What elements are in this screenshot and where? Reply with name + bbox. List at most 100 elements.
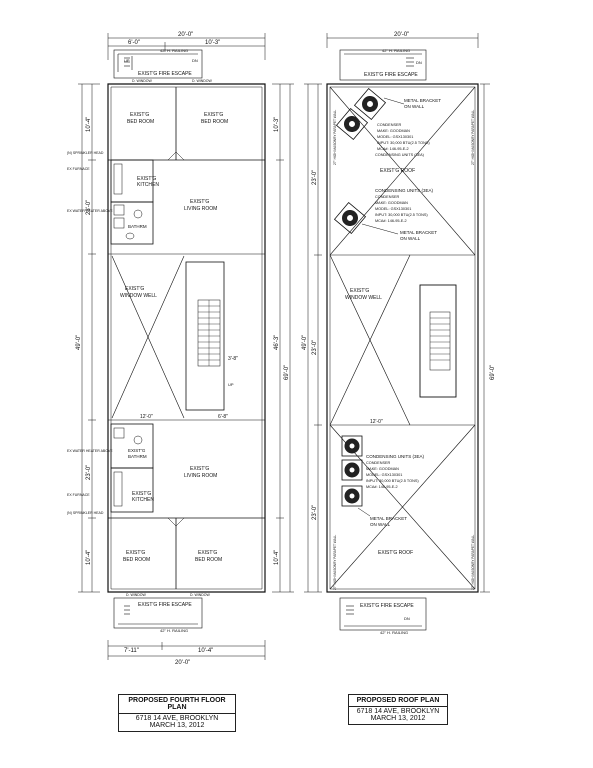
roof-label-fire-escape-top: EXIST'G FIRE ESCAPE — [364, 72, 418, 78]
condenser-units-top — [333, 87, 405, 235]
roof-label-dn-top: DN — [416, 60, 422, 65]
roof-window-well-2: WINDOW WELL — [345, 295, 382, 301]
dim-left-d: 23'-0" — [86, 465, 92, 480]
roof-spec-model-bot: MODEL: GSX130301 — [366, 473, 402, 477]
roof-outline — [326, 83, 479, 593]
roof-label-bracket-mid-2: ON WALL — [400, 236, 421, 241]
dim-overall-top: 20'-0" — [178, 32, 193, 38]
room-living-bot-1: EXIST'G — [190, 466, 209, 472]
label-sprinkler-bot: (N) SPRINKLER HEAD — [67, 511, 104, 515]
label-railing-top: 42" H. RAILING — [160, 48, 188, 53]
room-kitchen-top-2: KITCHEN — [137, 182, 159, 188]
label-window-br: D. WINDOW — [190, 593, 211, 597]
fourth-floor-plan: 20'-0" 6'-0" 10'-3" 42" H. RAILING UP DN… — [67, 32, 294, 666]
room-window-well-2: WINDOW WELL — [120, 293, 157, 299]
label-window-tr: D. WINDOW — [192, 79, 213, 83]
title-fourth-floor-line2: 6718 14 AVE, BROOKLYN — [135, 715, 219, 722]
roof-label-bracket-mid-1: METAL BRACKET — [400, 230, 437, 235]
roof-spec-model-mid: MODEL: GSX130301 — [375, 207, 411, 211]
label-window-bl: D. WINDOW — [126, 593, 147, 597]
title-fourth-floor-line1: PROPOSED FOURTH FLOOR PLAN — [119, 695, 235, 714]
title-roof-line1: PROPOSED ROOF PLAN — [349, 695, 447, 707]
roof-spec-cond-units-top: CONDENSING UNITS (3EA) — [375, 153, 425, 157]
label-furnace-top: EX FURNACE — [67, 167, 90, 171]
roof-dim-right-a: 69'-0" — [490, 365, 496, 380]
roof-spec-mca-mid: MCA#: 146-95-E-2 — [375, 219, 407, 223]
roof-spec-model: MODEL: GSX130301 — [377, 135, 413, 139]
roof-spec-input-mid: INPUT: 30,000 BTU(2.5 TONS) — [375, 213, 428, 217]
room-living-bot-2: LIVING ROOM — [184, 473, 217, 479]
roof-plan: 20'-0" 42" H. RAILING DN EXIST'G FIRE ES… — [302, 32, 496, 635]
kitchen-bath-top — [110, 159, 154, 245]
dim-bottom-right: 10'-4" — [198, 648, 213, 654]
dim-top-right: 10'-3" — [205, 40, 220, 46]
room-bed-br-2: BED ROOM — [195, 557, 222, 563]
room-living-top-1: EXIST'G — [190, 199, 209, 205]
dim-right-d: 10'-4" — [274, 550, 280, 565]
dim-top-left: 6'-0" — [128, 40, 140, 46]
roof-label-railing-top: 42" H. RAILING — [382, 48, 410, 53]
room-bed-tl-2: BED ROOM — [127, 119, 154, 125]
fire-escape-top — [113, 49, 203, 79]
roof-parapet-right-bot: 27" HIGH MASONRY PARAPET WALL — [471, 534, 475, 590]
roof-parapet-right: 27" HIGH MASONRY PARAPET WALL — [471, 109, 475, 165]
roof-upper-x — [329, 86, 476, 256]
room-bed-tr-1: EXIST'G — [204, 112, 223, 118]
roof-label-fire-escape-bot: EXIST'G FIRE ESCAPE — [360, 603, 414, 609]
label-water-heater-bot: EX WATER HEATER ABOVE — [67, 449, 113, 453]
roof-fire-escape-bottom — [339, 597, 427, 631]
label-sprinkler-top: (N) SPRINKLER HEAD — [67, 151, 104, 155]
dim-left-b: 23'-0" — [86, 200, 92, 215]
roof-label-railing-bot: 42" H. RAILING — [380, 630, 408, 635]
roof-parapet-left: 27" HIGH MASONRY PARAPET WALL — [333, 109, 337, 165]
left-dimensions — [78, 83, 100, 593]
title-roof-line3: MARCH 13, 2012 — [370, 715, 426, 722]
room-bath-top: BATHRM — [128, 224, 147, 229]
bottom-dimensions — [107, 640, 266, 660]
dim-mid-b: 6'-8" — [218, 414, 228, 420]
condenser-units-bottom — [341, 435, 371, 517]
dim-left-a: 10'-4" — [86, 117, 92, 132]
title-block-roof: PROPOSED ROOF PLAN 6718 14 AVE, BROOKLYN… — [348, 694, 448, 725]
label-railing-bot: 42" H. RAILING — [160, 628, 188, 633]
roof-spec-make-bot: MAKE: GOODMAN — [366, 467, 399, 471]
room-bed-br-1: EXIST'G — [198, 550, 217, 556]
label-water-heater-top: EX WATER HEATER ABOVE — [67, 209, 113, 213]
room-living-top-2: LIVING ROOM — [184, 206, 217, 212]
roof-spec-make: MAKE: GOODMAN — [377, 129, 410, 133]
dim-left-c: 49'-0" — [76, 335, 82, 350]
dim-mid-a: 12'-0" — [140, 414, 153, 420]
roof-dim-mid-a: 12'-0" — [370, 419, 383, 425]
roof-parapet-left-bot: 27" HIGH MASONRY PARAPET WALL — [333, 534, 337, 590]
building-walls — [107, 83, 266, 593]
label-up-top: UP — [124, 58, 130, 63]
bottom-bedrooms — [108, 517, 265, 589]
label-dn-top: DN — [192, 58, 198, 63]
top-dimensions — [107, 33, 266, 60]
room-kitchen-top-1: EXIST'G — [137, 176, 156, 182]
roof-label-bracket-top-2: ON WALL — [404, 104, 425, 109]
label-up-stair: UP — [228, 382, 234, 387]
title-fourth-floor-line3: MARCH 13, 2012 — [149, 722, 205, 729]
roof-dim-left-c: 23'-0" — [312, 340, 318, 355]
room-kitchen-bot-2: KITCHEN — [132, 497, 154, 503]
roof-dim-left-d: 23'-0" — [312, 505, 318, 520]
dim-overall-bottom: 20'-0" — [175, 660, 190, 666]
roof-spec-cond-units-mid: CONDENSING UNITS (3EA) — [375, 188, 434, 193]
label-window-tl: D. WINDOW — [132, 79, 153, 83]
roof-spec-mca: MCA#: 146-95-E-2 — [377, 147, 409, 151]
right-dimensions — [272, 83, 294, 593]
roof-label-dn-bot: DN — [404, 616, 410, 621]
label-fire-escape-bot: EXIST'G FIRE ESCAPE — [138, 602, 192, 608]
roof-dim-left-a: 23'-0" — [312, 170, 318, 185]
title-block-fourth-floor: PROPOSED FOURTH FLOOR PLAN 6718 14 AVE, … — [118, 694, 236, 732]
dim-right-c: 69'-0" — [284, 365, 290, 380]
roof-spec-condenser: CONDENSER — [377, 123, 402, 127]
dim-left-e: 10'-4" — [86, 550, 92, 565]
dim-bottom-left: 7'-11" — [124, 648, 139, 654]
room-bath-bot-2: BATHRM — [128, 454, 147, 459]
roof-label-roof-bot: EXIST'G ROOF — [378, 550, 413, 556]
room-bed-tr-2: BED ROOM — [201, 119, 228, 125]
roof-label-roof-top: EXIST'G ROOF — [380, 168, 415, 174]
window-well — [108, 253, 265, 421]
